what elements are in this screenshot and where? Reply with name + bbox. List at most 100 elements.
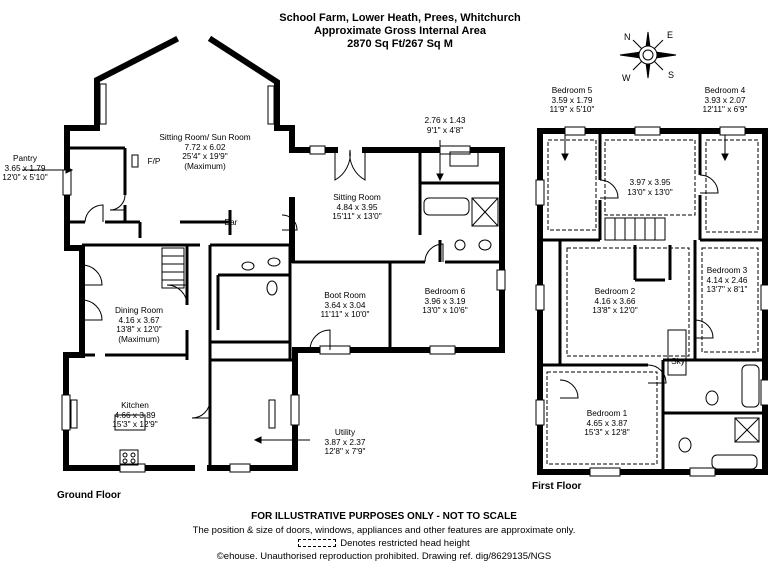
door-swing (599, 179, 619, 199)
wash-basin (267, 257, 281, 267)
restricted-height-outline (701, 247, 759, 353)
door-swing (349, 149, 366, 181)
arrow-head (721, 153, 729, 162)
restricted-height-outline (546, 371, 658, 465)
window (634, 126, 661, 136)
window (229, 463, 251, 473)
shower-cross (471, 197, 499, 227)
window (319, 345, 351, 355)
shower (471, 197, 499, 227)
restricted-height-outline (547, 139, 597, 231)
property-title: School Farm, Lower Heath, Prees, Whitchu… (279, 12, 521, 24)
door-swing (281, 214, 298, 231)
window (535, 179, 545, 206)
skylight (667, 329, 687, 376)
wash-basin (454, 239, 466, 251)
door-swing (647, 364, 667, 384)
restricted-height-outline (705, 139, 759, 233)
room-label-skylight: Sky (671, 356, 685, 366)
restricted-height-outline (604, 139, 696, 216)
toilet (478, 239, 492, 251)
compass-n-label: N (624, 32, 631, 42)
arrow-head (436, 173, 444, 182)
ground-floor-label: Ground Floor (57, 490, 121, 501)
door-swing (559, 379, 579, 399)
radiator (268, 399, 276, 429)
hob-ring (122, 452, 128, 458)
window (429, 345, 456, 355)
first-floor-outer-wall (537, 128, 768, 475)
compass-rose (619, 31, 677, 79)
window (535, 399, 545, 426)
door-swing (81, 264, 103, 286)
window (439, 145, 471, 155)
window (267, 85, 275, 125)
room-label-fireplace: F/P (147, 156, 161, 166)
shower (734, 417, 760, 443)
hob-ring (130, 452, 136, 458)
door-swing (166, 284, 188, 306)
door-swing (699, 174, 719, 194)
arrow-head (65, 166, 74, 174)
toilet (266, 280, 278, 296)
radiator (70, 399, 78, 429)
bath (423, 197, 470, 216)
wash-basin (241, 261, 255, 271)
copyright: ©ehouse. Unauthorised reproduction prohi… (216, 551, 552, 562)
window (589, 467, 621, 477)
window (564, 126, 586, 136)
door-swing (424, 243, 444, 263)
restricted-height-outline (566, 247, 690, 357)
fireplace (131, 154, 139, 168)
arrow-head (253, 436, 262, 444)
legend: Denotes restricted head height (100, 538, 668, 549)
area-subtitle: Approximate Gross Internal Area (314, 25, 486, 37)
compass-w-label: W (622, 73, 631, 83)
toilet (705, 390, 719, 406)
sun-room-bay-wall-right (207, 35, 280, 131)
bath (741, 364, 760, 408)
sun-room-bay-wall (94, 35, 180, 131)
legend-text: Denotes restricted head height (340, 538, 470, 549)
window (760, 284, 768, 311)
kitchen-island (114, 414, 146, 431)
shower-cross (734, 417, 760, 443)
bath (711, 454, 758, 470)
window (760, 379, 768, 406)
window (99, 83, 107, 125)
window (61, 394, 71, 431)
compass-e-label: E (667, 30, 674, 40)
door-swing (84, 204, 104, 223)
disclaimer: The position & size of doors, windows, a… (192, 525, 576, 536)
door-swing (81, 299, 103, 321)
window (290, 394, 300, 426)
room-label-bar: Bar (224, 217, 238, 227)
first-floor-label: First Floor (532, 481, 582, 492)
window (689, 467, 716, 477)
stairs (161, 247, 185, 289)
area-figure: 2870 Sq Ft/267 Sq M (347, 38, 453, 50)
door-swing (334, 149, 351, 181)
compass-s-label: S (668, 70, 675, 80)
window (496, 269, 506, 291)
hob-ring (122, 458, 128, 464)
hob (119, 449, 139, 466)
illustrative-notice: FOR ILLUSTRATIVE PURPOSES ONLY - NOT TO … (251, 511, 517, 522)
window (119, 463, 146, 473)
dashed-line-swatch (298, 539, 337, 548)
